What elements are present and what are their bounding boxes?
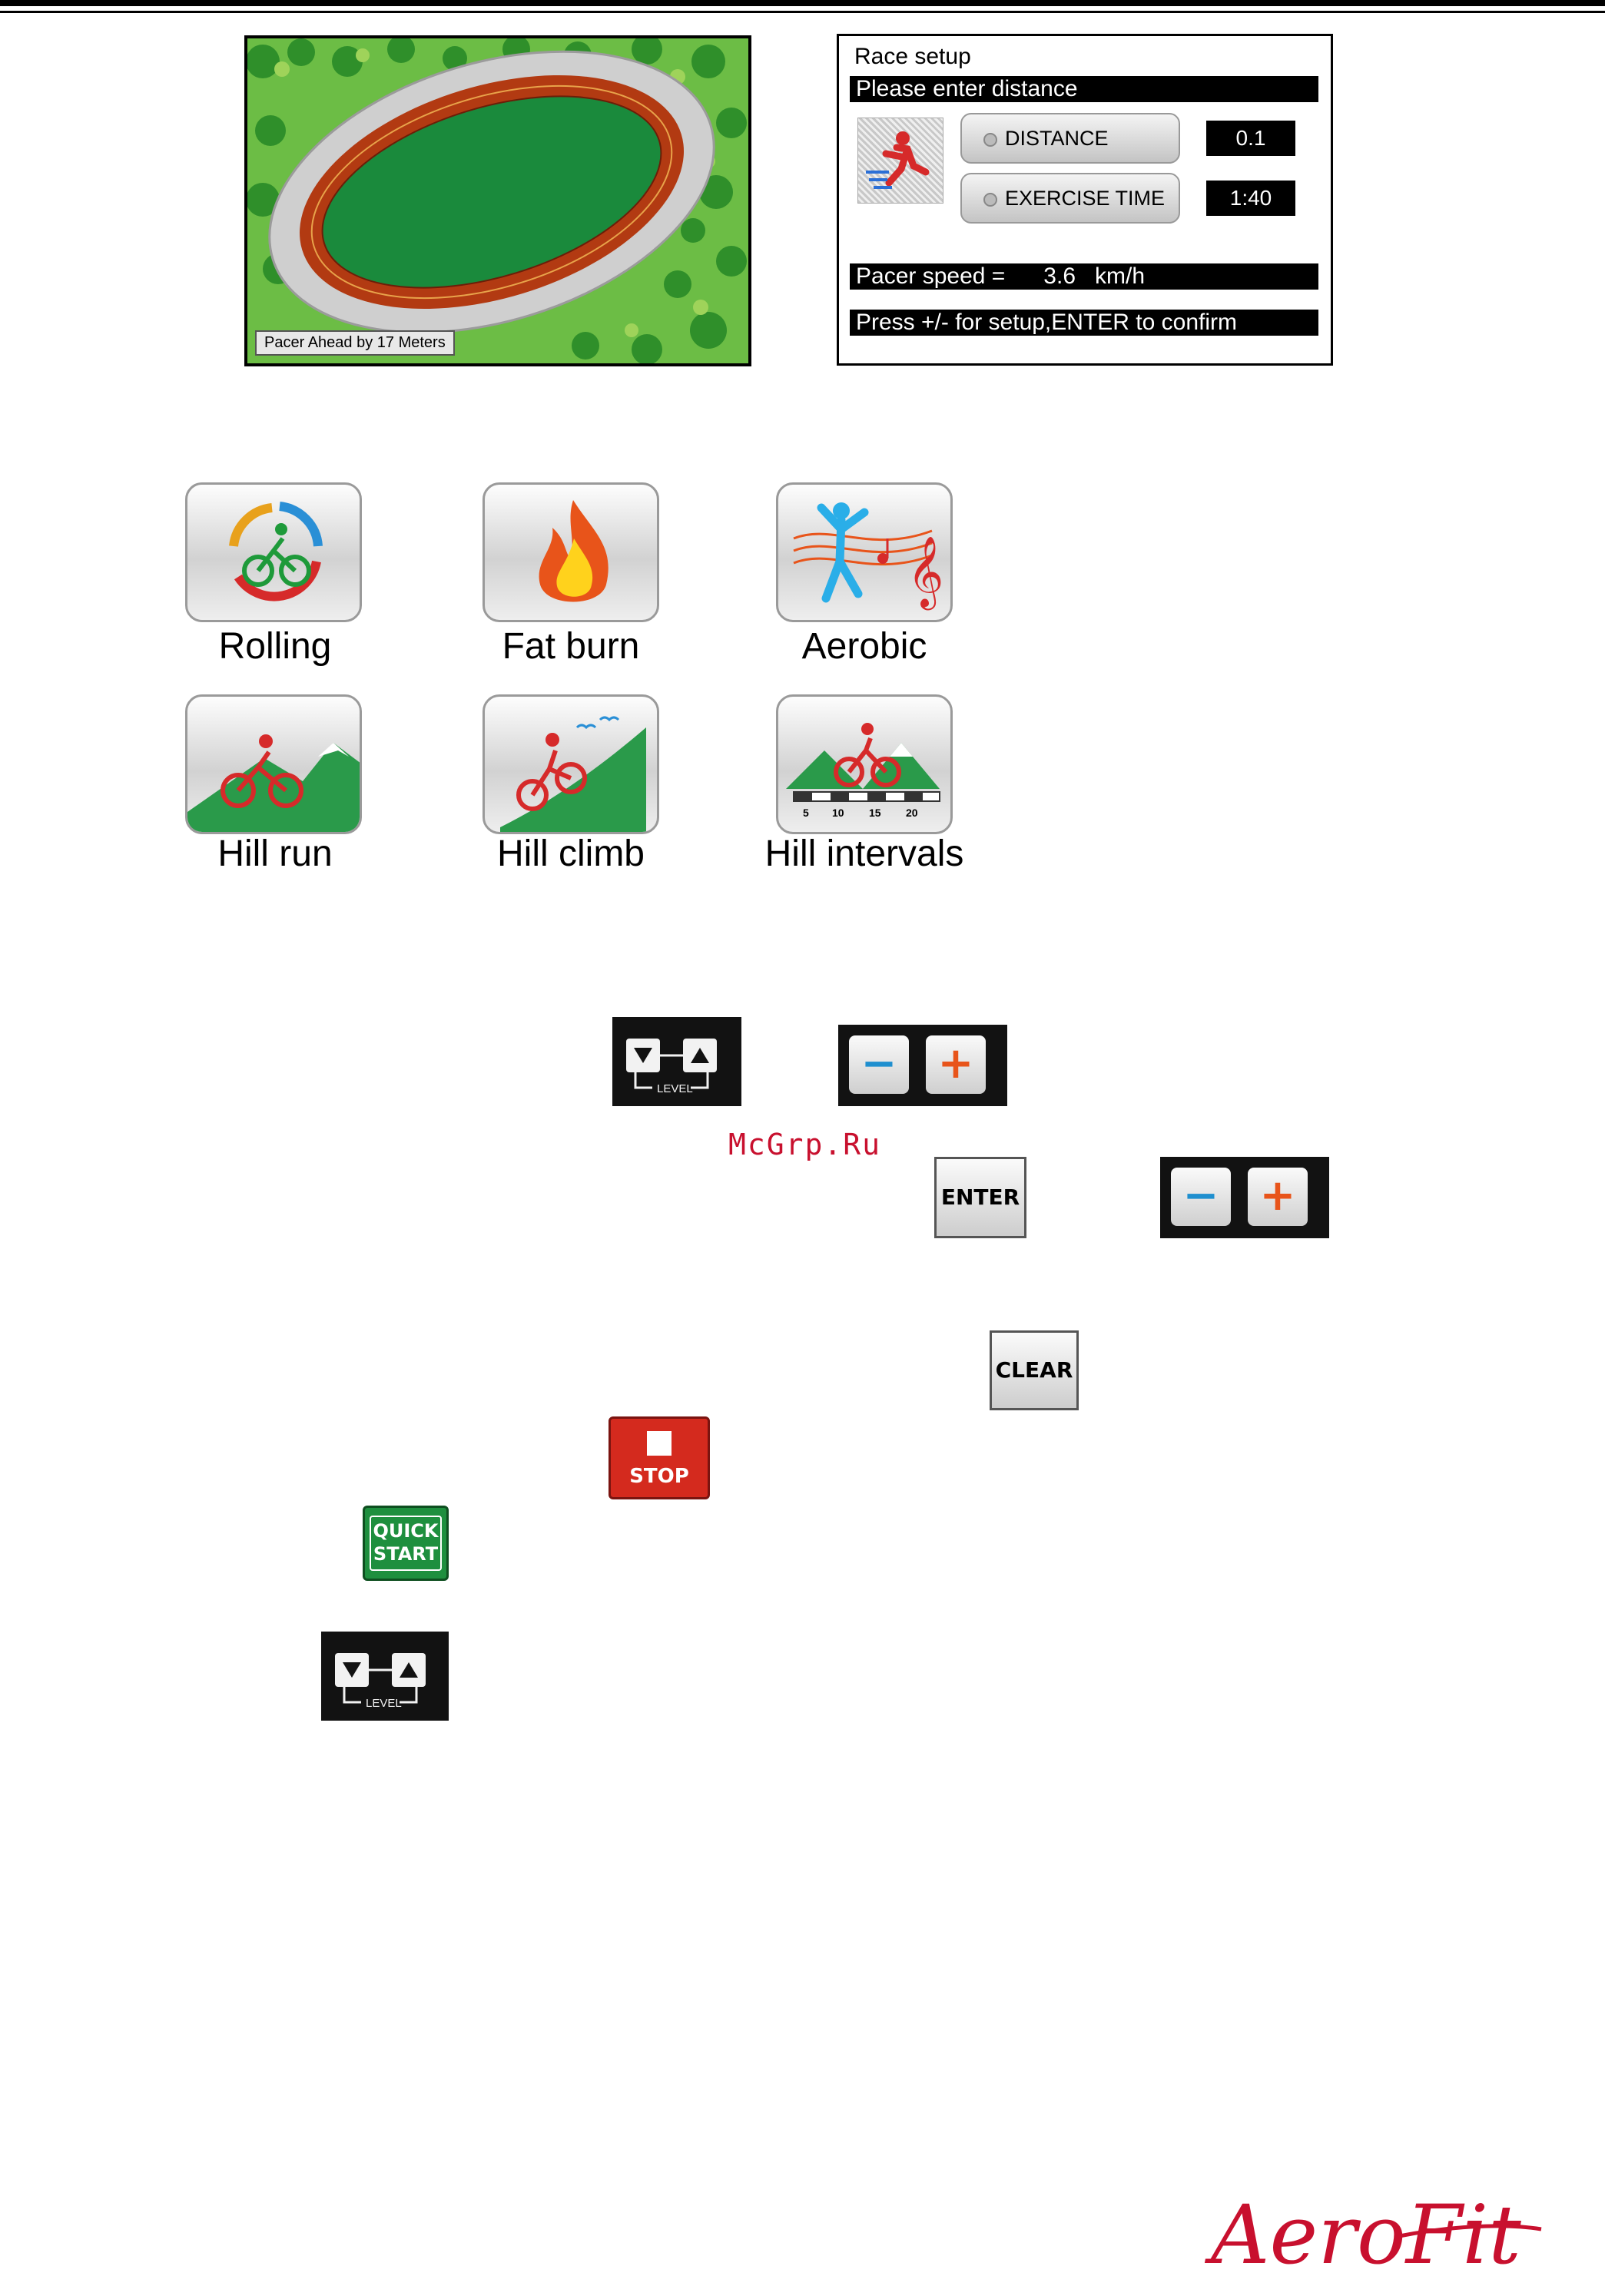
exercise-time-value: 1:40 <box>1206 181 1295 216</box>
stop-button[interactable]: STOP <box>609 1416 710 1499</box>
program-hill-run-button[interactable] <box>185 694 362 834</box>
level-key-1[interactable]: LEVEL <box>612 1017 741 1106</box>
rolling-cycle-icon <box>187 485 362 622</box>
minus-button[interactable]: − <box>849 1035 909 1094</box>
aerofit-logo: AeroFit <box>1203 2183 1549 2291</box>
program-fat-burn-button[interactable] <box>482 482 659 622</box>
minus-button[interactable]: − <box>1171 1168 1231 1226</box>
interval-mark: 15 <box>869 807 881 819</box>
program-rolling-button[interactable] <box>185 482 362 622</box>
runner-icon <box>857 118 943 204</box>
race-track-illustration <box>247 38 748 363</box>
header-rule-thick <box>0 0 1605 6</box>
program-hill-intervals-label: Hill intervals <box>718 833 1010 875</box>
level-label: LEVEL <box>366 1697 402 1710</box>
race-setup-title: Race setup <box>854 44 971 70</box>
watermark: McGrp.Ru <box>728 1128 881 1161</box>
program-fat-burn-label: Fat burn <box>425 625 717 668</box>
exercise-time-button[interactable]: EXERCISE TIME <box>960 173 1180 224</box>
exercise-time-label: EXERCISE TIME <box>1005 187 1165 210</box>
header-rule-thin <box>0 11 1605 13</box>
pacer-status-label: Pacer Ahead by 17 Meters <box>255 330 455 356</box>
svg-text:𝄞: 𝄞 <box>907 535 943 610</box>
race-setup-screen: Race setup Please enter distance DISTANC… <box>837 34 1333 366</box>
level-arrows-icon: LEVEL <box>321 1632 449 1721</box>
minus-plus-keys-1: − + <box>838 1025 1007 1106</box>
brand-logo-text: AeroFit <box>1204 2188 1521 2282</box>
pacer-speed-line: Pacer speed = 3.6 km/h <box>850 263 1318 290</box>
program-aerobic-button[interactable]: 𝄞 <box>776 482 953 622</box>
race-track-screen: Pacer Ahead by 17 Meters <box>244 35 751 366</box>
clear-button[interactable]: CLEAR <box>990 1330 1079 1410</box>
program-hill-climb-label: Hill climb <box>425 833 717 875</box>
radio-dot-icon <box>983 193 997 207</box>
radio-dot-icon <box>983 133 997 147</box>
interval-hills-icon: 5 10 15 20 <box>778 697 953 834</box>
music-dancer-icon: 𝄞 <box>778 485 953 622</box>
interval-mark: 10 <box>832 807 844 819</box>
enter-button[interactable]: ENTER <box>934 1157 1026 1238</box>
level-arrows-icon: LEVEL <box>612 1017 741 1106</box>
start-label: START <box>365 1543 446 1565</box>
setup-instruction: Press +/- for setup,ENTER to confirm <box>850 310 1318 336</box>
stop-label: STOP <box>611 1465 708 1488</box>
program-hill-intervals-button[interactable]: 5 10 15 20 <box>776 694 953 834</box>
plus-button[interactable]: + <box>926 1035 986 1094</box>
level-label: LEVEL <box>657 1082 693 1095</box>
quick-start-button[interactable]: QUICK START <box>363 1506 449 1581</box>
plus-button[interactable]: + <box>1248 1168 1308 1226</box>
distance-button[interactable]: DISTANCE <box>960 113 1180 164</box>
distance-value: 0.1 <box>1206 121 1295 156</box>
level-key-2[interactable]: LEVEL <box>321 1632 449 1721</box>
program-hill-run-label: Hill run <box>129 833 421 875</box>
race-setup-prompt: Please enter distance <box>850 76 1318 102</box>
program-rolling-label: Rolling <box>129 625 421 668</box>
hill-cyclist-icon <box>187 697 362 834</box>
program-hill-climb-button[interactable] <box>482 694 659 834</box>
quick-label: QUICK <box>365 1520 446 1542</box>
interval-mark: 20 <box>906 807 918 819</box>
interval-mark: 5 <box>803 807 809 819</box>
stop-square-icon <box>647 1431 672 1456</box>
program-aerobic-label: Aerobic <box>718 625 1010 668</box>
minus-plus-keys-2: − + <box>1160 1157 1329 1238</box>
flame-icon <box>485 485 659 622</box>
distance-label: DISTANCE <box>1005 127 1109 150</box>
steep-hill-cyclist-icon <box>485 697 659 834</box>
